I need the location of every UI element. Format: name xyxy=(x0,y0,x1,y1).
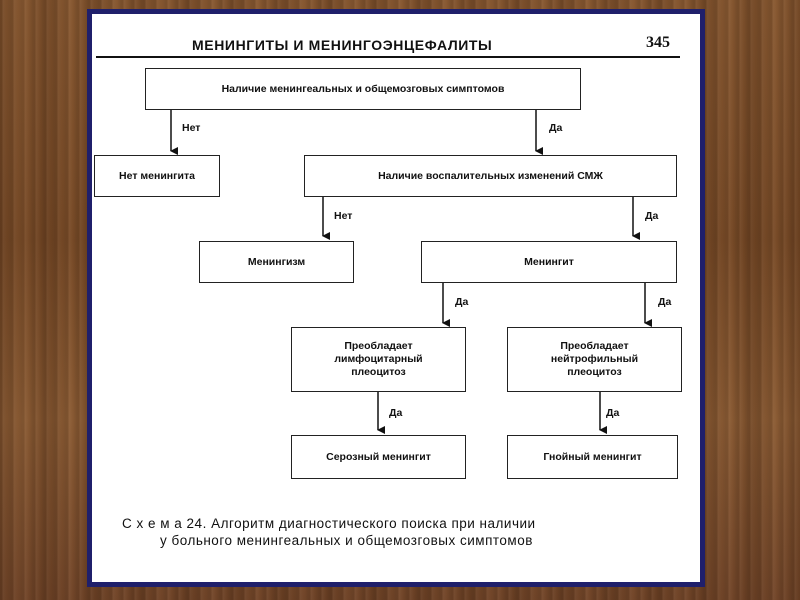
edge-label-yes: Да xyxy=(549,122,563,134)
edge-label-yes: Да xyxy=(606,407,620,419)
caption-line-2: у больного менингеальных и общемозговых … xyxy=(160,533,533,548)
flowchart-connectors xyxy=(170,110,652,434)
node-meningism: Менингизм xyxy=(199,241,354,283)
node-serous-meningitis: Серозный менингит xyxy=(291,435,466,479)
node-purulent-meningitis: Гнойный менингит xyxy=(507,435,678,479)
edge-label-yes: Да xyxy=(658,296,672,308)
node-meningeal-symptoms: Наличие менингеальных и общемозговых сим… xyxy=(145,68,581,110)
header-rule xyxy=(96,56,680,58)
node-no-meningitis: Нет менингита xyxy=(94,155,220,197)
edge-label-no: Нет xyxy=(334,210,353,222)
edge-label-no: Нет xyxy=(182,122,201,134)
page-header: МЕНИНГИТЫ И МЕНИНГОЭНЦЕФАЛИТЫ 345 xyxy=(92,14,700,58)
page-header-title: МЕНИНГИТЫ И МЕНИНГОЭНЦЕФАЛИТЫ xyxy=(192,37,493,53)
page-number: 345 xyxy=(646,34,670,51)
figure-caption: С х е м а 24. Алгоритм диагностического … xyxy=(122,515,682,549)
edge-label-yes: Да xyxy=(455,296,469,308)
edge-label-yes: Да xyxy=(645,210,659,222)
node-neutrophilic-pleocytosis: Преобладает нейтрофильный плеоцитоз xyxy=(507,327,682,392)
node-meningitis: Менингит xyxy=(421,241,677,283)
edge-label-yes: Да xyxy=(389,407,403,419)
caption-line-1: С х е м а 24. Алгоритм диагностического … xyxy=(122,516,536,531)
node-lymphocytic-pleocytosis: Преобладает лимфоцитарный плеоцитоз xyxy=(291,327,466,392)
slide-frame: МЕНИНГИТЫ И МЕНИНГОЭНЦЕФАЛИТЫ 345 Нет xyxy=(87,9,705,587)
book-page: МЕНИНГИТЫ И МЕНИНГОЭНЦЕФАЛИТЫ 345 Нет xyxy=(92,14,700,582)
node-csf-inflammatory-changes: Наличие воспалительных изменений СМЖ xyxy=(304,155,677,197)
